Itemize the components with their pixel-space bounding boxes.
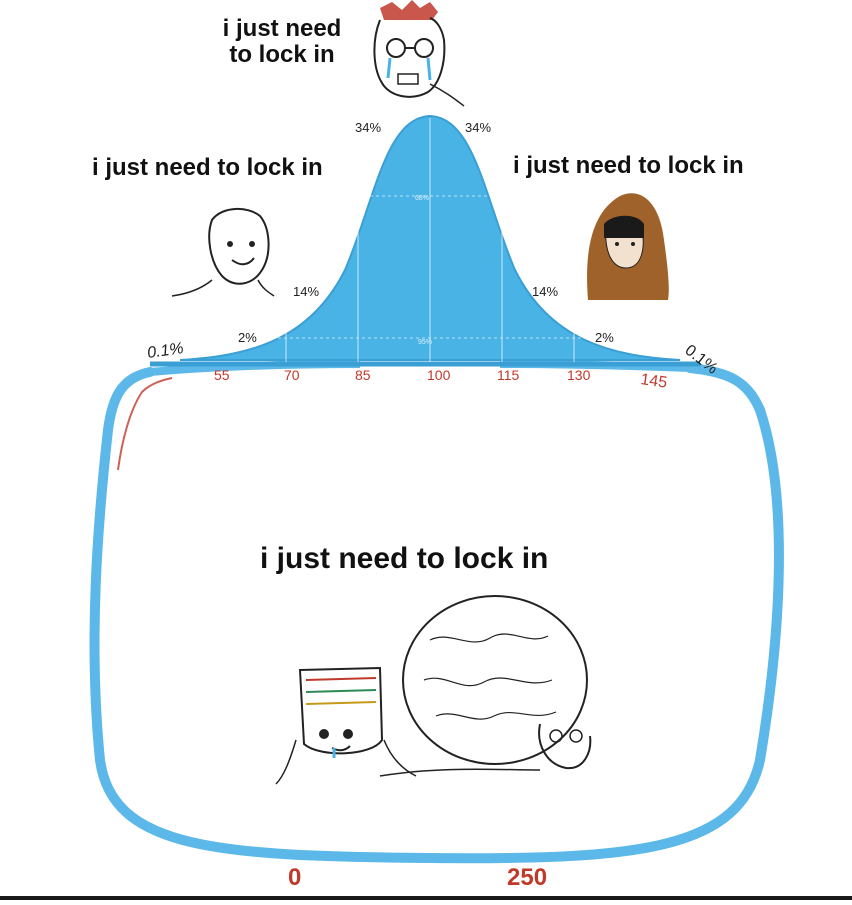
axis-tick-label: 100 (427, 367, 451, 383)
pct-14-right: 14% (532, 284, 558, 299)
axis-tick-label: 85 (355, 367, 371, 383)
pct-tail-left: 0.1% (146, 340, 184, 362)
outer-loop (89, 363, 784, 864)
caption-top-line1: i just need (222, 15, 342, 42)
pct-68: 68% (415, 195, 429, 202)
caption-center: i just need to lock in (260, 542, 549, 575)
axis-tick-label: 145 (639, 371, 668, 392)
pct-34-left: 34% (355, 120, 381, 135)
axis-tick-label: 70 (284, 367, 300, 383)
axis-tick-label: 130 (567, 367, 591, 383)
pct-14-left: 14% (293, 284, 319, 299)
bottom-rule (0, 896, 852, 900)
caption-top-line2: to lock in (229, 41, 335, 68)
crying-wojak-icon (373, 0, 465, 107)
bottom-number-low: 0 (288, 864, 302, 891)
caption-top: i just need to lock in (212, 16, 352, 68)
axis-ticks: 55 70 85 100 115 130 145 (214, 367, 668, 392)
smiling-wojak-icon (171, 208, 275, 297)
pct-2-left: 2% (238, 330, 257, 345)
pct-34-right: 34% (465, 120, 491, 135)
axis-tick-label: 55 (214, 367, 230, 383)
bottom-number-high: 250 (507, 864, 548, 891)
abacus-head-icon (275, 666, 417, 785)
red-scribble (117, 377, 173, 471)
pct-95: 95% (418, 339, 432, 346)
pct-2-right: 2% (595, 330, 614, 345)
hooded-figure-icon (587, 193, 669, 300)
axis-tick-label: 115 (497, 367, 520, 383)
big-brain-wojak-icon (379, 595, 592, 777)
caption-right: i just need to lock in (513, 152, 744, 179)
caption-left: i just need to lock in (92, 154, 323, 181)
